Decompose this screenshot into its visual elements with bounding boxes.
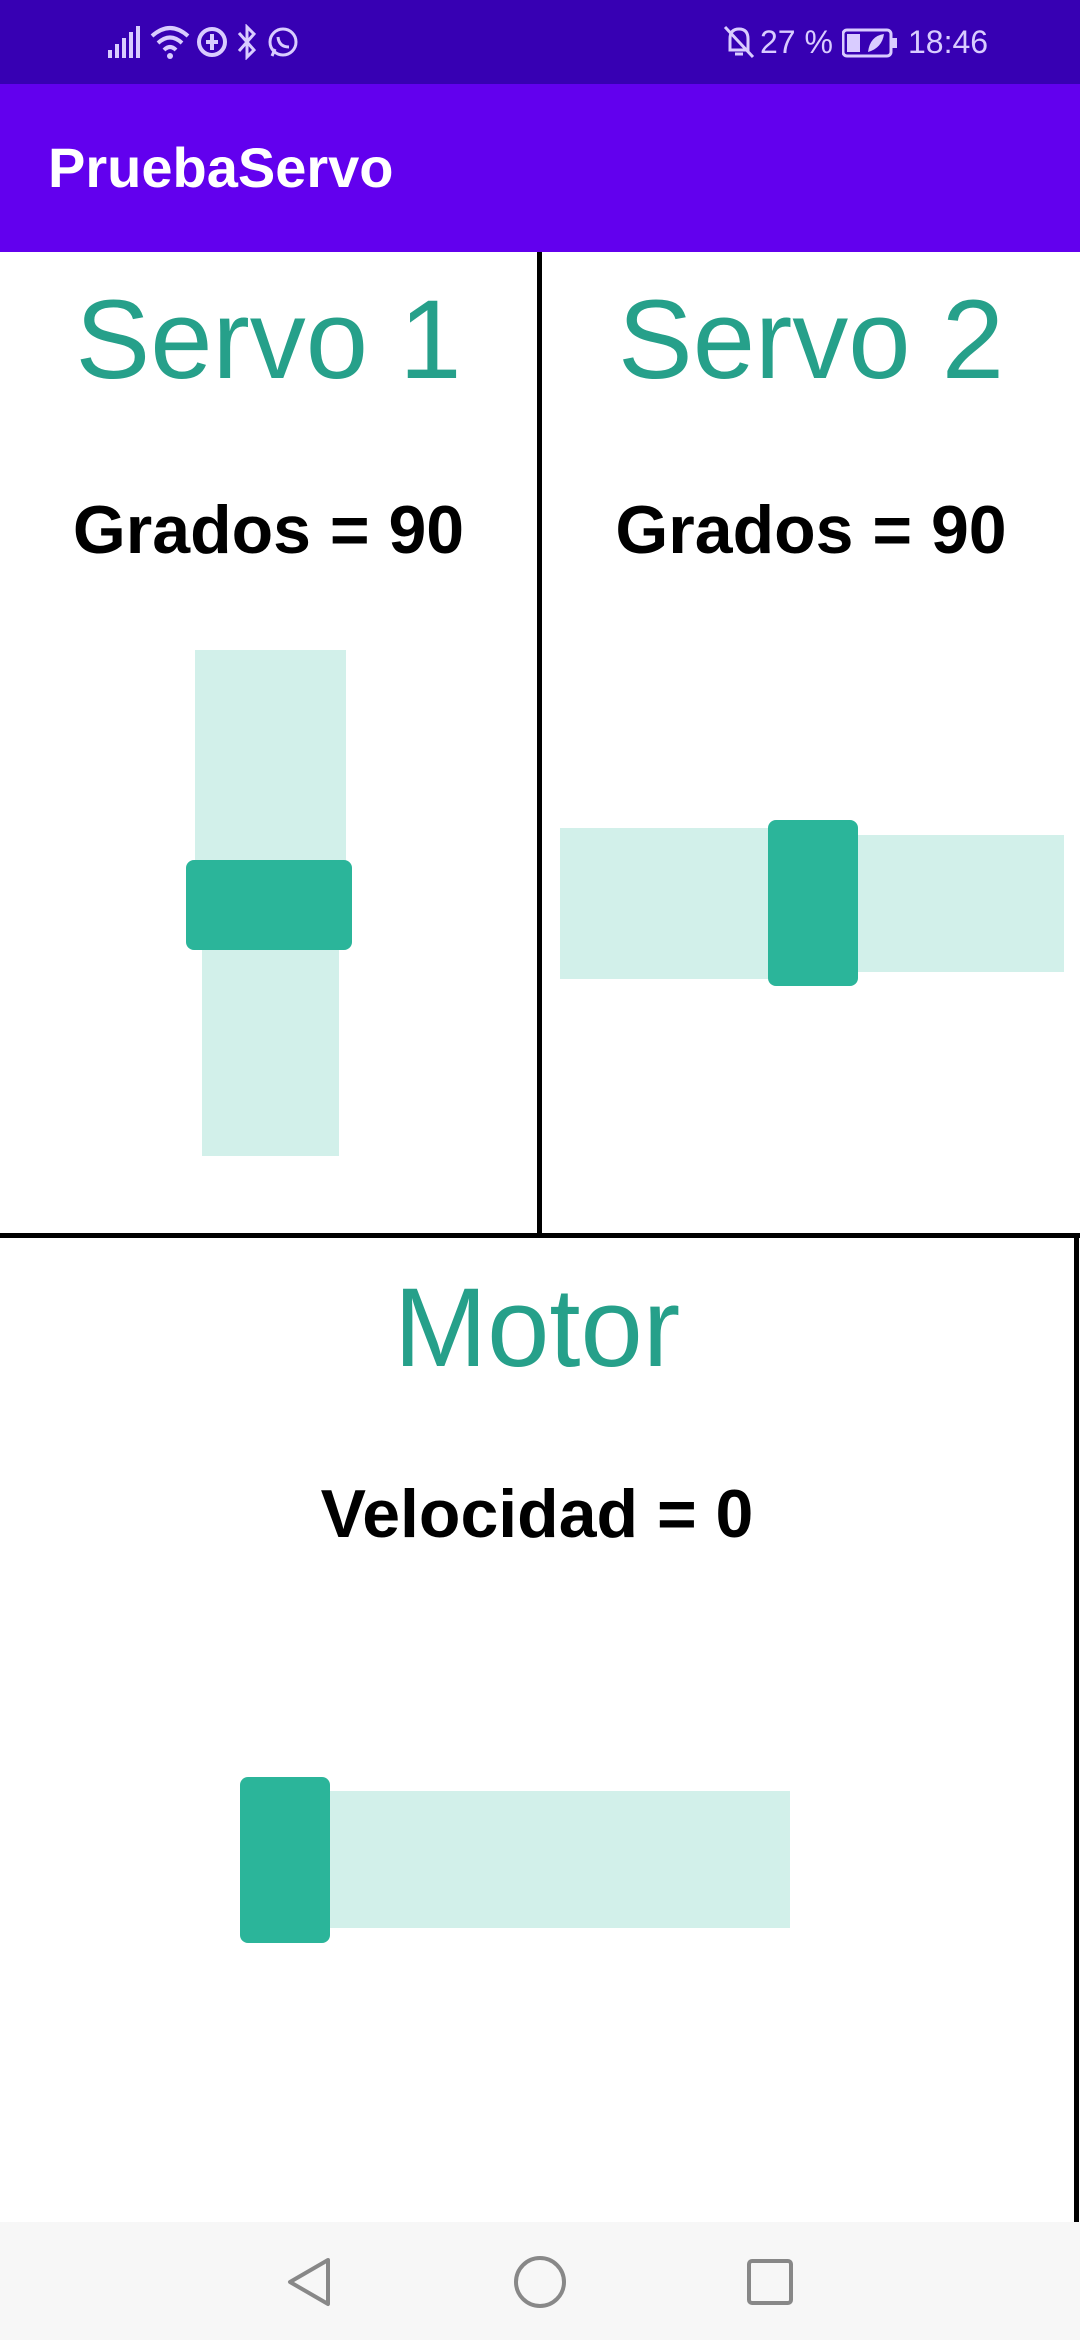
app-title: PruebaServo xyxy=(48,136,394,199)
motor-track xyxy=(270,1791,790,1928)
motor-speed-slider[interactable] xyxy=(240,1777,790,1943)
servo2-panel: Servo 2 Grados = 90 xyxy=(542,252,1080,1233)
servo1-slider-thumb[interactable] xyxy=(186,860,352,950)
battery-percent: 27 % xyxy=(760,24,833,60)
wifi-icon xyxy=(150,26,190,59)
servo2-title: Servo 2 xyxy=(618,277,1004,402)
bluetooth-icon xyxy=(237,24,257,60)
servo2-track-left xyxy=(560,828,770,979)
status-bar: 27 % 18:46 xyxy=(0,0,1080,84)
servo2-horizontal-slider[interactable] xyxy=(560,820,1064,986)
motor-panel: Motor Velocidad = 0 xyxy=(0,1238,1074,2222)
horizontal-divider xyxy=(0,1233,1080,1238)
servo1-degrees-label: Grados = 90 xyxy=(72,492,465,568)
servo1-panel: Servo 1 Grados = 90 xyxy=(0,252,537,1233)
motor-speed-label: Velocidad = 0 xyxy=(320,1476,754,1552)
servo2-degrees-label: Grados = 90 xyxy=(615,492,1007,568)
app-bar: PruebaServo xyxy=(0,84,1080,252)
motor-title: Motor xyxy=(393,1265,681,1390)
back-icon[interactable] xyxy=(284,2256,334,2308)
clock: 18:46 xyxy=(908,24,989,60)
motor-right-border xyxy=(1074,1233,1079,2222)
vertical-divider xyxy=(537,252,542,1236)
servo1-track-lower xyxy=(202,946,339,1156)
signal-icon xyxy=(108,26,140,58)
servo2-slider-thumb[interactable] xyxy=(768,820,858,986)
servo2-track-right xyxy=(854,835,1064,972)
notifications-off-icon xyxy=(723,25,755,59)
battery-icon xyxy=(842,28,897,58)
servo1-track-upper xyxy=(195,650,346,860)
servo1-title: Servo 1 xyxy=(75,277,462,402)
whatsapp-icon xyxy=(268,27,298,57)
home-icon[interactable] xyxy=(512,2254,568,2310)
recents-icon[interactable] xyxy=(746,2258,794,2306)
motor-slider-thumb[interactable] xyxy=(240,1777,330,1943)
servo1-vertical-slider[interactable] xyxy=(186,650,352,1156)
data-saver-icon xyxy=(197,27,227,57)
navigation-bar xyxy=(0,2222,1080,2340)
